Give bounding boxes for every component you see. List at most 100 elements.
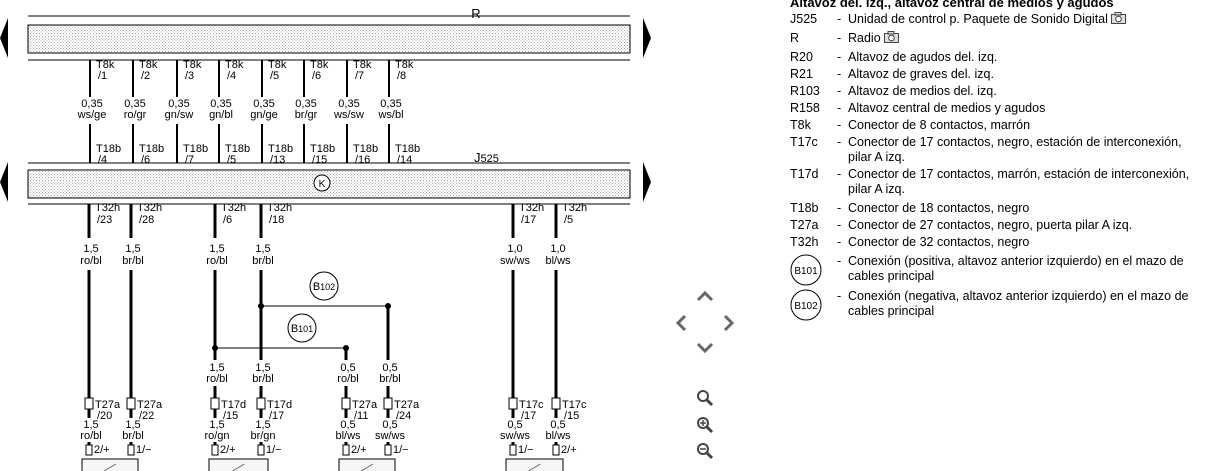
pin-label: T32h [137, 202, 162, 214]
pin-label: T18b [225, 143, 250, 155]
pin-label: T32h [221, 202, 246, 214]
wire-color-label: gn/ge [250, 109, 278, 121]
speaker-cone-icon [232, 463, 245, 471]
terminal-icon [257, 444, 265, 456]
j525-label: J525 [474, 150, 499, 165]
pin-label: T32h [267, 202, 292, 214]
wire-gauge-label: 0,35 [81, 98, 102, 110]
pin-number-label: /13 [270, 154, 285, 166]
pin-label: T8k [96, 59, 115, 71]
legend-description: Altavoz de agudos del. izq. [848, 50, 998, 64]
legend-description: Conector de 8 contactos, marrón [848, 118, 1031, 132]
wire-gauge-label: 1,5 [83, 419, 98, 431]
connector-icon [508, 397, 518, 410]
top-wires-group: T8k/10,35ws/geT18b/4T8k/20,35ro/grT18b/6… [77, 59, 420, 166]
speaker-icon [208, 458, 269, 471]
wire-gauge-label: 1,5 [255, 362, 270, 374]
speaker-icon [505, 458, 564, 471]
pin-number-label: /18 [269, 214, 284, 226]
legend-dash: - [837, 167, 842, 181]
connector-icon [256, 397, 266, 410]
wire-color-label: ro/bl [206, 255, 227, 267]
scroll-right-arrow-top[interactable] [643, 18, 651, 58]
terminal-label: 1/− [136, 444, 152, 456]
wire-gauge-label: 0,5 [340, 419, 355, 431]
pin-number-label: /16 [355, 154, 370, 166]
terminal-label: 2/+ [561, 444, 577, 456]
pin-label: T18b [395, 143, 420, 155]
terminal-icon [384, 444, 392, 456]
chevron-down-icon[interactable] [696, 342, 714, 354]
terminal-label: 1/− [393, 444, 409, 456]
legend-description: Conexión (positiva, altavoz anterior izq… [848, 254, 1184, 283]
pin-label: T8k [225, 59, 244, 71]
scroll-left-arrow-top[interactable] [0, 18, 8, 58]
wire-gauge-label: 0,5 [550, 419, 565, 431]
camera-icon[interactable] [883, 31, 899, 43]
wire-color-label: br/bl [379, 373, 400, 385]
speaker-cone-icon [103, 463, 117, 471]
zoom-in-icon[interactable] [697, 417, 714, 434]
legend-code: J525 [790, 12, 818, 26]
pin-number-label: /6 [141, 154, 150, 166]
legend-dash: - [837, 12, 842, 26]
wire-gauge-label: 0,35 [338, 98, 359, 110]
wire-color-label: gn/bl [209, 109, 233, 121]
wire-color-label: ro/bl [206, 373, 227, 385]
legend-dash: - [837, 84, 842, 98]
wire-gauge-label: 0,35 [124, 98, 145, 110]
terminal-icon [127, 444, 135, 456]
ground-symbol-label: K [319, 179, 326, 190]
pin-number-label: /6 [223, 214, 232, 226]
wire-color-label: br/bl [252, 255, 273, 267]
pin-label: T32h [95, 202, 120, 214]
speaker-icon [338, 458, 396, 471]
wire-color-label: ro/bl [80, 430, 101, 442]
legend-description: Altavoz de medios del. izq. [848, 84, 997, 98]
legend-dash: - [837, 254, 842, 268]
splice-b101: B101 [287, 313, 317, 343]
wire-color-label: ro/gr [124, 109, 147, 121]
scroll-left-arrow-mid[interactable] [0, 162, 8, 202]
wire-gauge-label: 0,35 [380, 98, 401, 110]
pin-number-label: /4 [227, 70, 236, 82]
camera-icon[interactable] [1110, 12, 1126, 24]
j525-component: J525 K [27, 150, 631, 205]
pin-number-label: /2 [141, 70, 150, 82]
legend-dash: - [837, 67, 842, 81]
pin-label: T8k [353, 59, 372, 71]
wire-color-label: gn/sw [165, 109, 194, 121]
pin-label: T8k [310, 59, 329, 71]
chevron-left-icon[interactable] [675, 314, 687, 332]
terminal-label: 1/− [266, 444, 282, 456]
chevron-up-icon[interactable] [696, 290, 714, 302]
pin-number-label: /4 [98, 154, 107, 166]
connector-number-label: /22 [139, 410, 154, 422]
pin-number-label: /5 [564, 214, 573, 226]
connector-number-label: /17 [269, 410, 284, 422]
connector-label: T27a [394, 399, 420, 411]
legend-description: Altavoz central de medios y agudos [848, 101, 1046, 115]
connector-number-label: /15 [564, 410, 579, 422]
legend-dash: - [837, 218, 842, 232]
chevron-right-icon[interactable] [723, 314, 735, 332]
connector-label: T17c [519, 399, 544, 411]
legend-code: R20 [790, 50, 813, 64]
legend-dash: - [837, 289, 842, 303]
scroll-right-arrow-mid[interactable] [643, 162, 651, 202]
connector-icon [210, 397, 220, 410]
legend-description: Conector de 32 contactos, negro [848, 235, 1030, 249]
wire-color-label: br/bl [122, 430, 143, 442]
terminal-label: 2/+ [220, 444, 236, 456]
connector-label: T17d [221, 399, 246, 411]
connector-number-label: /24 [396, 410, 411, 422]
legend-description: Radio [848, 31, 1208, 46]
wire-color-label: ws/sw [333, 109, 364, 121]
legend-description: Unidad de control p. Paquete de Sonido D… [848, 12, 1208, 27]
zoom-out-icon[interactable] [697, 443, 714, 460]
connector-number-label: /15 [223, 410, 238, 422]
magnifier-icon[interactable] [697, 390, 714, 407]
connector-number-label: /17 [521, 410, 536, 422]
legend-description: Conexión (negativa, altavoz anterior izq… [848, 289, 1189, 318]
wire-color-label: sw/ws [500, 430, 530, 442]
